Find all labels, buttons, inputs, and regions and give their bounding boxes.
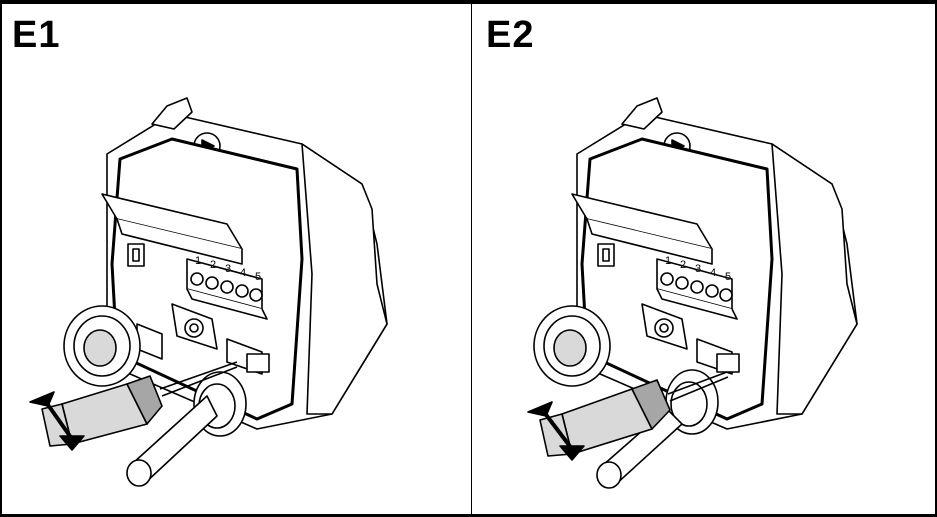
terminal-number: 4 [710, 267, 716, 279]
terminal-number: 4 [240, 267, 246, 279]
terminal-number: 2 [210, 259, 216, 271]
terminal-number: 5 [255, 271, 261, 283]
housing-side [771, 143, 858, 415]
terminal-number: 3 [225, 263, 231, 275]
terminal-number: 1 [195, 255, 201, 267]
cable-gland-icon [63, 305, 141, 387]
actuator-illustration-e2: 1 2 3 4 5 [527, 97, 858, 489]
cable-gland-icon [533, 305, 611, 387]
top-knob [621, 97, 663, 130]
actuator-illustration-e1: 1 2 3 4 5 [29, 97, 388, 487]
terminal-number: 1 [665, 255, 671, 267]
top-knob [151, 97, 193, 130]
panel-e2: E2 [472, 4, 935, 514]
double-arrow-icon [29, 391, 85, 451]
panel-e1: E1 [2, 4, 472, 514]
terminal-numbers-e1: 1 2 3 4 5 [195, 255, 261, 283]
screwdriver-icon [41, 361, 238, 447]
double-arrow-icon [527, 401, 585, 461]
panel-label-e1: E1 [12, 14, 61, 56]
panel-label-e2: E2 [486, 14, 535, 56]
terminal-number: 5 [725, 271, 731, 283]
terminal-number: 3 [695, 263, 701, 275]
housing-side [301, 143, 388, 415]
terminal-number: 2 [680, 259, 686, 271]
terminal-numbers-e2: 1 2 3 4 5 [665, 255, 731, 283]
